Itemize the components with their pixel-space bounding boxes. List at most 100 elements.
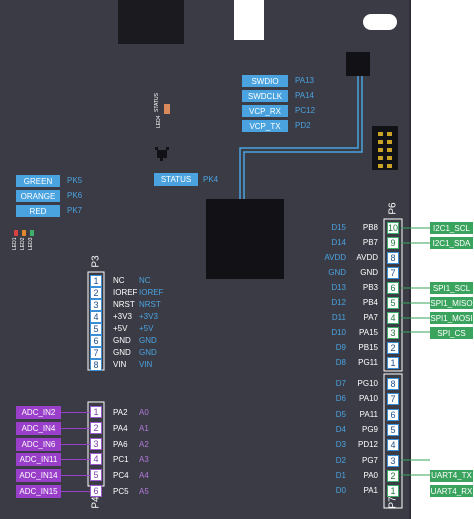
p7-arduino-label: D0: [335, 486, 346, 496]
debug-chip: [346, 52, 370, 76]
p7-arduino-label: D3: [335, 440, 346, 450]
p3-arduino-label: IOREF: [139, 288, 164, 297]
p4-connector-line: [61, 443, 90, 445]
silk-led1: LED1: [12, 237, 18, 250]
p7-arduino-label: D1: [335, 470, 346, 480]
p3-arduino-label: VIN: [139, 360, 153, 369]
led-pin: PK7: [67, 206, 83, 215]
p7-arduino-label: D4: [335, 424, 346, 434]
p4-adc-tag: ADC_IN11: [16, 453, 61, 467]
p3-pin-label: GND: [113, 348, 131, 357]
silk-status: STATUS: [154, 92, 160, 112]
p4-connector-line: [61, 427, 90, 429]
p7-pin-number: 8: [387, 378, 399, 390]
p4-connector-line: [61, 459, 90, 461]
p4-pin-label: PC1: [113, 455, 129, 465]
p3-arduino-label: NC: [139, 276, 151, 285]
p6-arduino-label: D8: [335, 358, 346, 367]
p3-pin-label: VIN: [113, 360, 127, 369]
p6-arduino-label: D13: [331, 283, 346, 292]
p7-arduino-label: D6: [335, 394, 346, 404]
p6-function-tag: I2C1_SDA: [430, 237, 473, 249]
p3-pin-number: 8: [90, 359, 102, 371]
led-orange: [22, 230, 26, 236]
p6-pin-label: PA15: [359, 328, 378, 337]
p6-pin-label: GND: [360, 268, 378, 277]
p3-pin-number: 6: [90, 335, 102, 347]
status-led-pin: PK4: [203, 175, 219, 184]
p3-header-label: P3: [90, 255, 102, 268]
p7-arduino-label: D5: [335, 409, 346, 419]
p6-pin-label: PB15: [358, 343, 378, 352]
p6-pin-number: 5: [387, 297, 399, 309]
p4-adc-tag: ADC_IN2: [16, 406, 61, 419]
p6-pin-number: 4: [387, 312, 399, 324]
p7-pin-number: 1: [387, 485, 399, 498]
p4-pin-number: 5: [90, 469, 102, 482]
debug-signal-tag: VCP_TX: [242, 120, 288, 132]
p7-pin-label: PA1: [363, 486, 378, 496]
swd-header: [372, 126, 398, 170]
p4-pin-label: PC5: [113, 487, 129, 496]
p4-adc-tag: ADC_IN4: [16, 421, 61, 435]
transistor: [157, 150, 167, 158]
debug-signal-tag: SWDIO: [242, 75, 288, 87]
silk-led4: LED4: [156, 115, 162, 128]
p7-pin-label: PG7: [361, 455, 378, 465]
led-green: [30, 230, 34, 236]
p6-pin-label: AVDD: [356, 253, 378, 262]
p6-arduino-label: GND: [328, 268, 346, 277]
p6-function-tag: SPI1_MOSI: [430, 312, 473, 324]
p3-arduino-label: +5V: [139, 324, 154, 333]
led-pin: PK5: [67, 176, 83, 185]
debug-signal-tag: SWDCLK: [242, 90, 288, 102]
p7-pin-label: PG10: [357, 379, 378, 388]
p7-pin-label: PG9: [361, 424, 378, 434]
p7-pin-number: 4: [387, 439, 399, 452]
p4-pin-number: 3: [90, 437, 102, 450]
p6-arduino-label: D14: [331, 238, 346, 247]
p4-pin-label: PA4: [113, 423, 128, 433]
p6-pin-label: PB8: [362, 223, 378, 232]
p7-pin-number: 2: [387, 469, 399, 482]
p7-pin-number: 7: [387, 393, 399, 406]
main-mcu: [206, 199, 284, 279]
p4-pin-number: 6: [90, 485, 102, 497]
p4-arduino-label: A0: [139, 408, 149, 417]
trace-outer: [239, 76, 359, 200]
p7-pin-label: PD12: [357, 440, 378, 450]
p3-pin-label: +3V3: [113, 312, 132, 321]
trace-inner: [243, 76, 363, 200]
p3-pin-number: 4: [90, 311, 102, 323]
p6-pin-label: PA7: [363, 313, 378, 322]
p6-arduino-label: D12: [331, 298, 346, 307]
p4-pin-label: PA6: [113, 439, 128, 449]
p7-frame: [383, 373, 403, 509]
p7-function-tag: UART4_TX: [430, 469, 473, 482]
p7-pin-number: 6: [387, 408, 399, 421]
p4-arduino-label: A4: [139, 471, 149, 481]
usb-connector: [118, 0, 184, 44]
p6-arduino-label: D11: [331, 313, 346, 322]
p6-arduino-label: D9: [335, 343, 346, 352]
p3-pin-label: NC: [113, 276, 125, 285]
p4-adc-tag: ADC_IN14: [16, 469, 61, 483]
p3-pin-number: 5: [90, 323, 102, 335]
green-connector-lines: [401, 227, 430, 476]
p6-pin-label: PB3: [362, 283, 378, 292]
p3-arduino-label: GND: [139, 348, 157, 357]
silk-led2: LED2: [20, 237, 26, 250]
p4-pin-number: 1: [90, 406, 102, 418]
p6-function-tag: I2C1_SCL: [430, 222, 473, 234]
debug-signal-pin: PA14: [295, 91, 314, 100]
p3-pin-label: IOREF: [113, 288, 138, 297]
p4-connector-line: [61, 475, 90, 477]
p7-arduino-label: D2: [335, 455, 346, 465]
p6-function-tag: SPI1_MISO: [430, 297, 473, 309]
debug-signal-tag: VCP_RX: [242, 105, 288, 117]
p4-arduino-label: A1: [139, 423, 149, 433]
p4-adc-tag: ADC_IN6: [16, 437, 61, 451]
p4-arduino-label: A3: [139, 455, 149, 465]
status-led-tag: STATUS: [154, 173, 198, 186]
